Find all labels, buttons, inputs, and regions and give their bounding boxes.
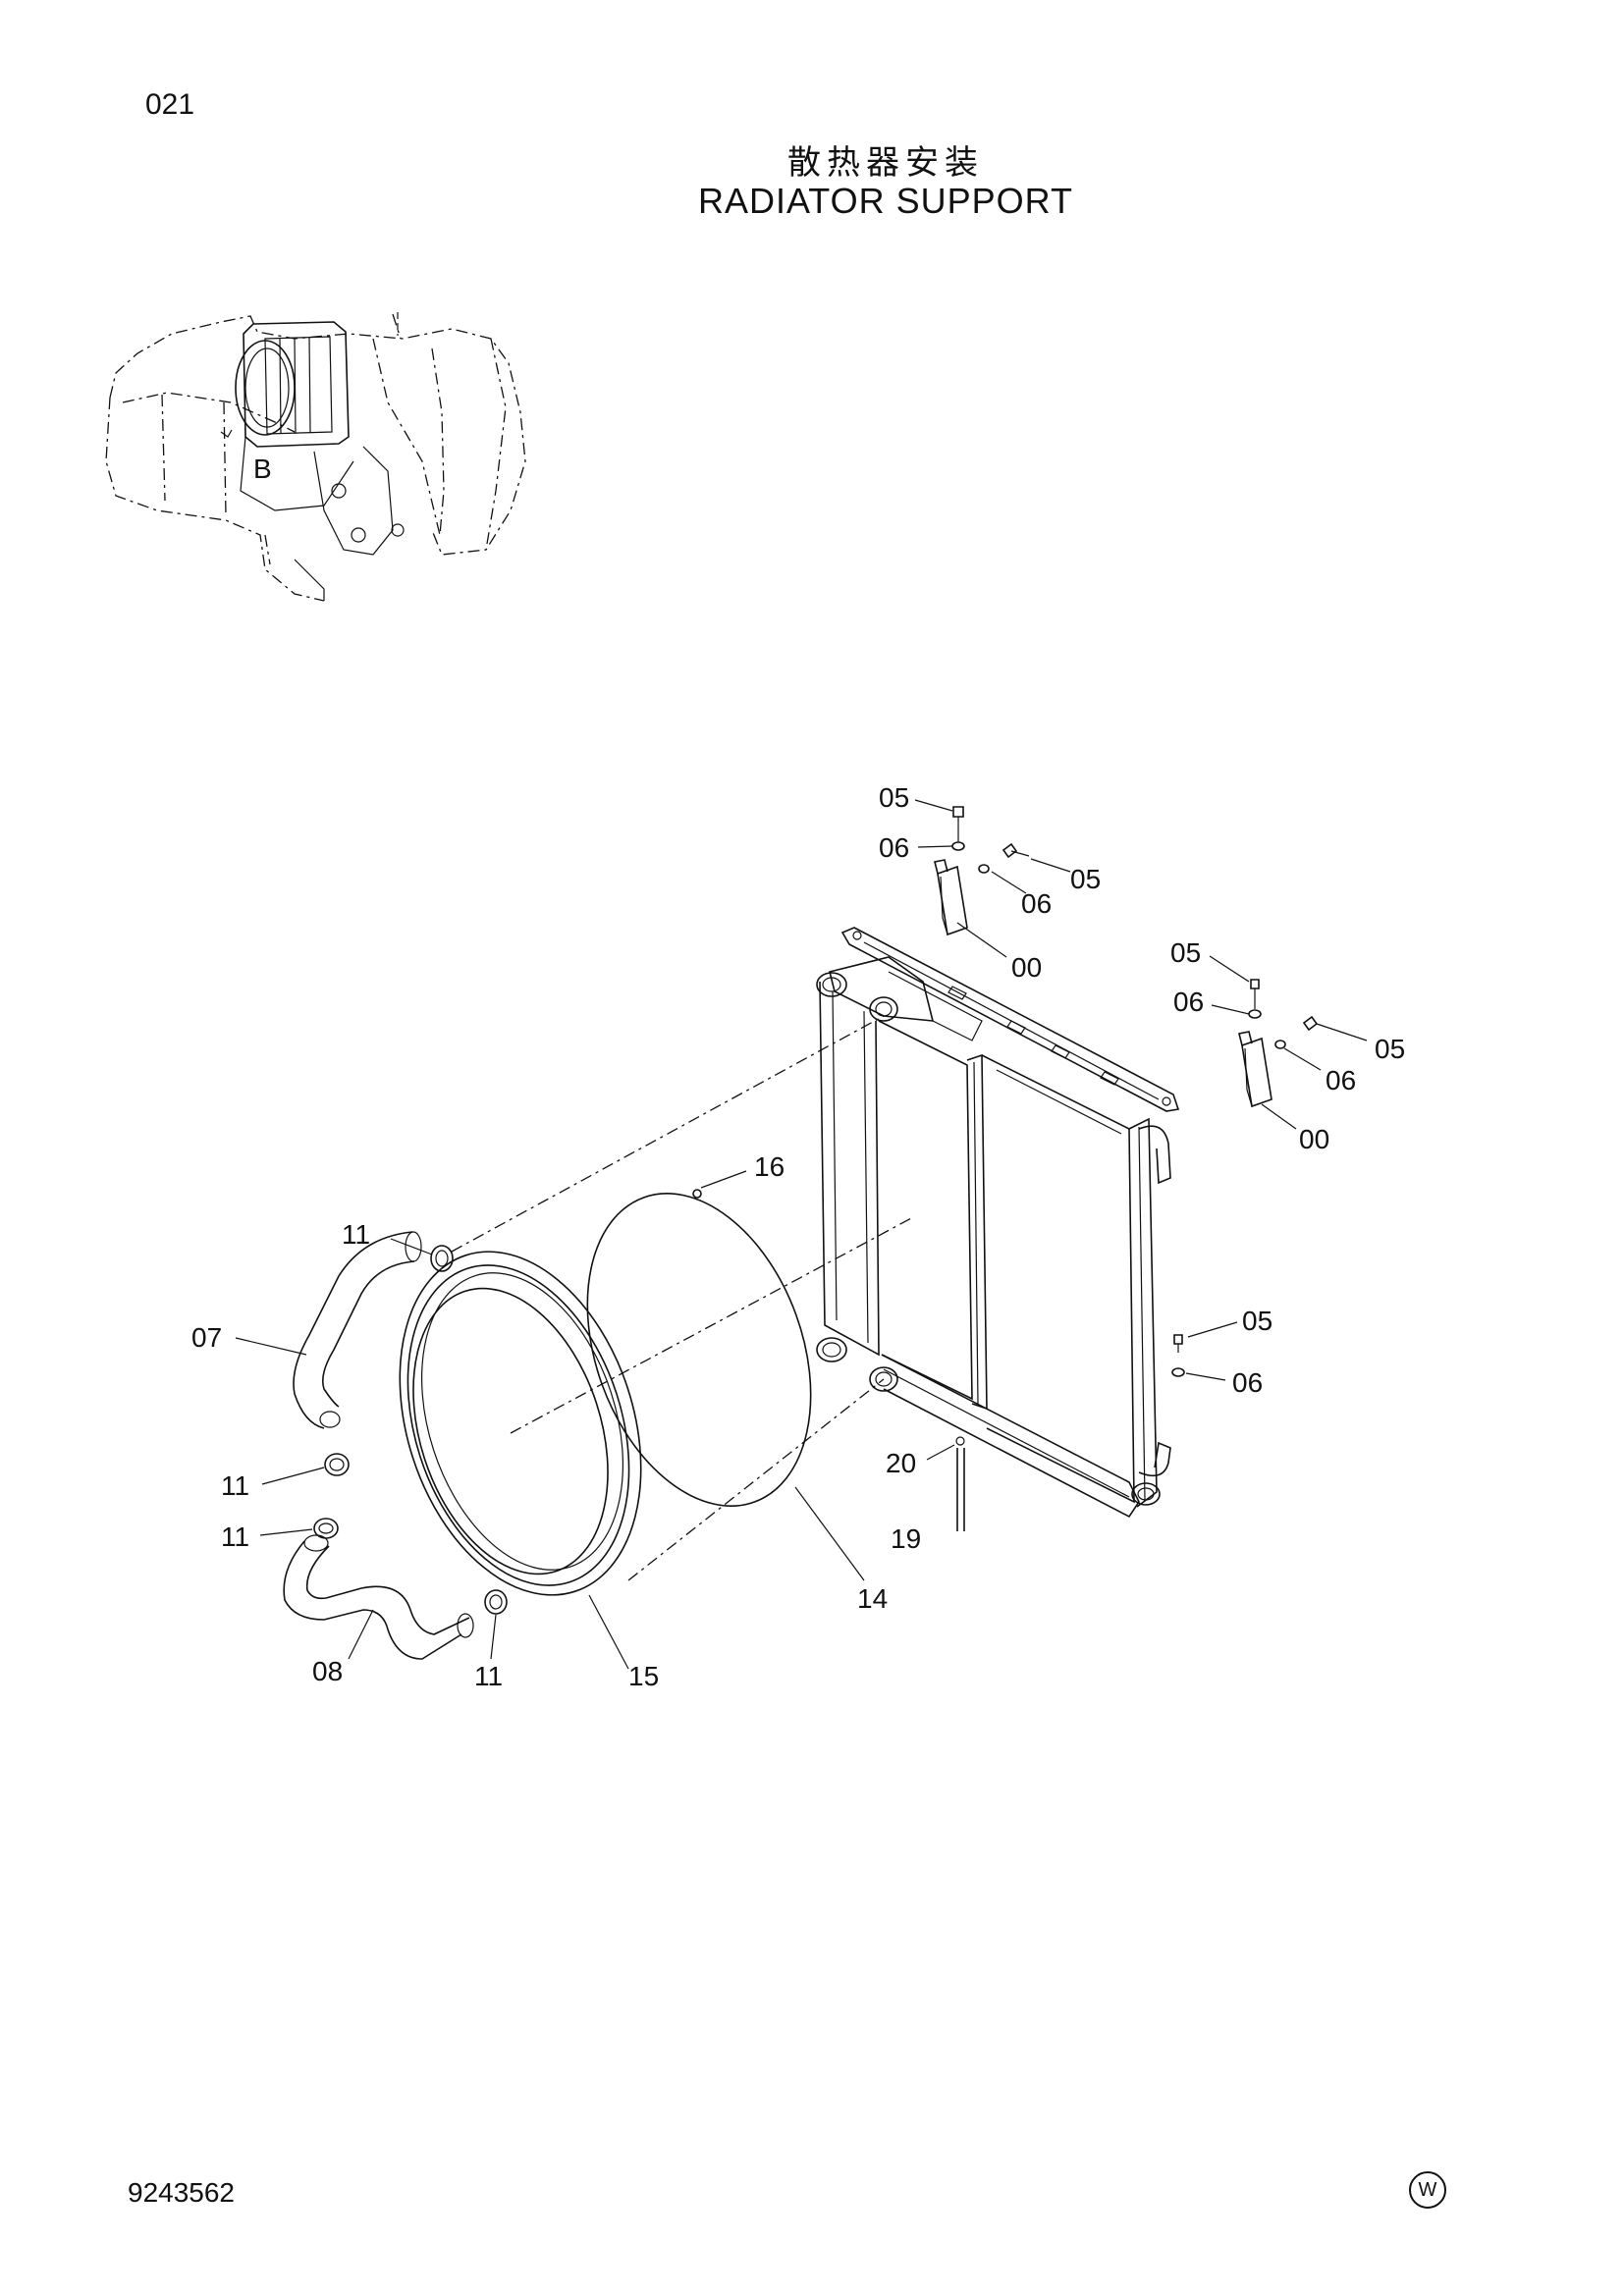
callout-15: 15 — [628, 1661, 659, 1691]
callout-05: 05 — [1375, 1034, 1405, 1064]
callout-11: 11 — [221, 1522, 249, 1552]
leader-lines — [235, 799, 1368, 1670]
callout-00: 00 — [1299, 1124, 1329, 1154]
seal-ring — [586, 1193, 812, 1507]
radiator-assembly — [816, 927, 1180, 1531]
callout-11: 11 — [342, 1219, 370, 1250]
machine-overview-inset: B — [105, 312, 526, 602]
callout-labels: 05 06 05 06 00 05 06 05 06 00 16 11 07 0… — [191, 782, 1405, 1691]
callout-05: 05 — [879, 782, 909, 813]
callout-06: 06 — [879, 832, 909, 863]
callout-06: 06 — [1232, 1367, 1263, 1398]
hose-lower — [283, 1534, 474, 1660]
callout-16: 16 — [754, 1151, 785, 1182]
title-english: RADIATOR SUPPORT — [697, 181, 1074, 221]
inset-view-marker: B — [253, 454, 272, 484]
alignment-lines — [451, 1015, 914, 1581]
callout-11: 11 — [474, 1661, 503, 1691]
callout-06: 06 — [1326, 1065, 1356, 1095]
callout-08: 08 — [312, 1656, 343, 1686]
callout-05: 05 — [1170, 937, 1201, 968]
shroud-ring — [399, 1251, 642, 1596]
callout-19: 19 — [891, 1523, 921, 1554]
callout-07: 07 — [191, 1322, 222, 1353]
callout-00: 00 — [1011, 952, 1042, 983]
callout-05: 05 — [1070, 864, 1101, 894]
title-chinese: 散热器安装 — [787, 143, 984, 183]
hose-upper — [293, 1231, 422, 1429]
callout-14: 14 — [857, 1583, 888, 1614]
clamps — [313, 1245, 508, 1615]
callout-20: 20 — [886, 1448, 916, 1478]
callout-06: 06 — [1173, 987, 1204, 1017]
page-number: 021 — [145, 88, 195, 121]
callout-05: 05 — [1242, 1306, 1272, 1336]
bracket-right — [1238, 1031, 1272, 1108]
callout-06: 06 — [1021, 888, 1052, 919]
circle-mark: W — [1409, 2171, 1446, 2209]
bolt-group — [692, 806, 1319, 1377]
callout-11: 11 — [221, 1470, 249, 1501]
bracket-left — [934, 859, 968, 936]
document-number: 9243562 — [128, 2177, 236, 2208]
